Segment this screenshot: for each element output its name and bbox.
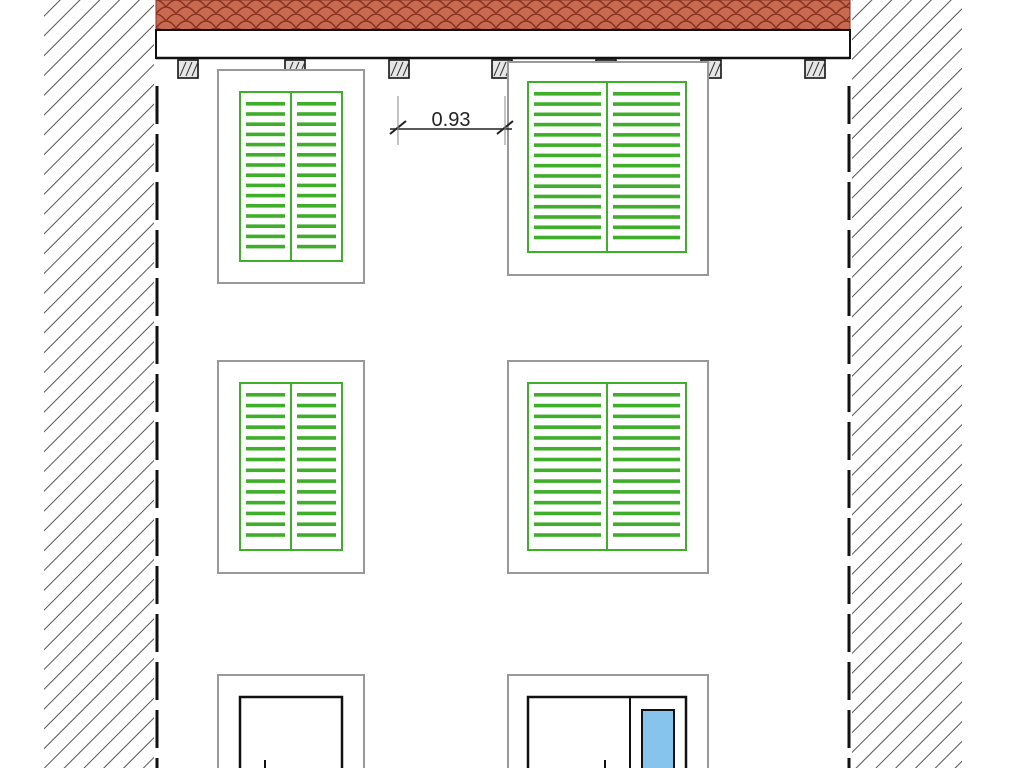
- shutter-right: [290, 382, 343, 551]
- door-left: [217, 674, 365, 768]
- rafter-end: [388, 59, 410, 79]
- window-2: [507, 61, 709, 276]
- door-right-surround: [507, 674, 709, 768]
- door-left-leaf: [238, 695, 344, 768]
- door-right: [507, 674, 709, 768]
- shutter-left: [239, 382, 292, 551]
- left-neighbour-wall-hatch: [44, 0, 154, 768]
- door-right-glass: [641, 709, 675, 768]
- window-4: [507, 360, 709, 574]
- right-neighbour-wall-hatch: [852, 0, 962, 768]
- rafter-end: [177, 59, 199, 79]
- window-1: [217, 69, 365, 284]
- shutter-right: [606, 81, 687, 253]
- shutter-left: [239, 91, 292, 262]
- roof-tiles: [155, 0, 851, 31]
- shutter-right: [290, 91, 343, 262]
- windows: [217, 61, 709, 574]
- roof-eave-board: [155, 29, 851, 59]
- shutter-left: [527, 382, 608, 551]
- dimension-label: 0.93: [432, 109, 471, 131]
- shutter-right: [606, 382, 687, 551]
- window-3: [217, 360, 365, 574]
- shutter-left: [527, 81, 608, 253]
- door-left-surround: [217, 674, 365, 768]
- spacing-dimension: 0.93: [389, 96, 514, 145]
- rafter-end: [804, 59, 826, 79]
